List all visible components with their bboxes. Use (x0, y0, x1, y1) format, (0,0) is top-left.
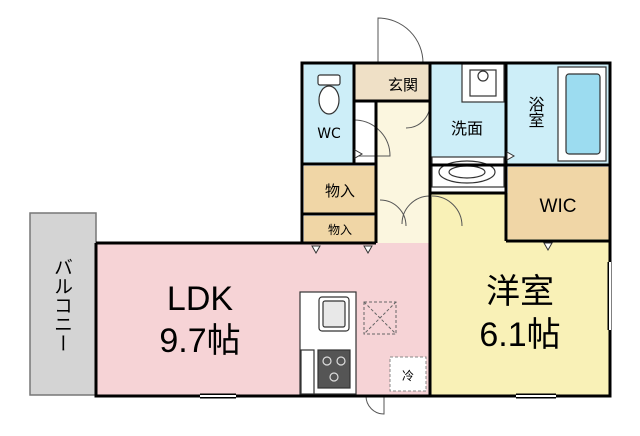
wc-door (353, 119, 391, 157)
washroom-label: 洗面 (451, 119, 483, 138)
kitchen-counter (299, 291, 357, 395)
entrance-label: 玄関 (388, 76, 418, 94)
wic-area (508, 167, 610, 239)
windows (200, 262, 611, 397)
wc-label: WC (317, 126, 341, 142)
ldk-back-door (365, 395, 385, 415)
bathroom-label: 浴室 (526, 96, 545, 128)
ceiling-markers (311, 149, 553, 255)
storage-area-1 (304, 166, 376, 214)
fridge-label: 冷 (402, 369, 414, 383)
door-swings (353, 17, 463, 415)
hall-door (401, 195, 431, 225)
ldk-label: LDK (167, 280, 233, 318)
toilet-icon (317, 74, 341, 115)
range-hood-icon (363, 301, 397, 335)
ldk-area (96, 243, 430, 395)
fridge-icon: 冷 (389, 356, 427, 392)
storage-door (379, 199, 407, 227)
entrance-area (354, 63, 430, 101)
washing-machine-icon (461, 63, 505, 103)
western-room-size: 6.1帖 (479, 316, 560, 354)
western-door (431, 195, 463, 227)
entrance-door (377, 17, 424, 64)
storage-label-1: 物入 (325, 182, 355, 200)
walls (94, 61, 612, 398)
stove-icon (317, 349, 351, 389)
balcony-label: バルコニー (51, 258, 73, 353)
balcony-area (29, 212, 97, 396)
bathtub-icon (557, 66, 607, 162)
wic-label: WIC (540, 196, 577, 217)
window-frames (200, 262, 609, 399)
washbasin-icon (431, 156, 505, 188)
western-room-label: 洋室 (486, 273, 554, 311)
storage-label-2: 物入 (328, 223, 352, 237)
hall-area (376, 101, 430, 243)
ldk-size: 9.7帖 (159, 322, 240, 360)
storage-area-2 (304, 216, 376, 242)
